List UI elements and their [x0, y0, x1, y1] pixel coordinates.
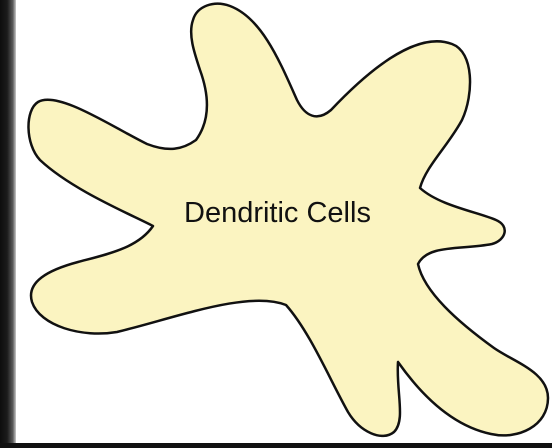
bottom-dark-border	[0, 443, 552, 448]
cell-label: Dendritic Cells	[184, 197, 371, 229]
